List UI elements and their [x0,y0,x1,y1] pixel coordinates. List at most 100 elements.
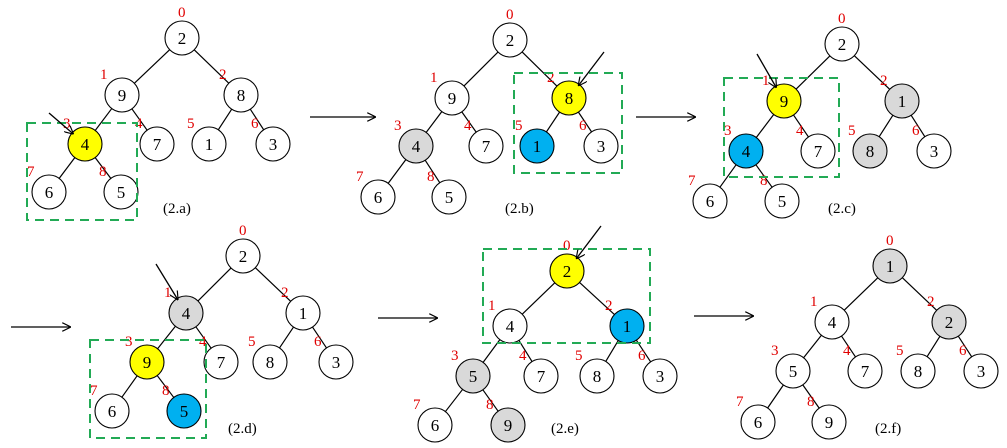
node-value: 7 [482,137,491,156]
tree-node: 74 [464,118,504,164]
node-circle [285,295,321,331]
highlight-box [482,248,651,344]
node-index: 2 [605,298,613,314]
node-circle [139,126,175,162]
node-value: 2 [838,35,847,54]
highlight-box [26,122,138,221]
tree-node: 85 [848,123,888,169]
tree-node: 53 [451,348,491,394]
tree-edge [910,114,926,138]
node-index: 0 [239,223,247,239]
tree-node: 98 [486,397,526,443]
node-value: 6 [374,188,383,207]
node-value: 9 [504,416,513,435]
node-value: 1 [623,317,632,336]
panel-caption: (2.d) [228,421,257,437]
node-circle [523,358,559,394]
tree-node: 36 [638,348,678,394]
tree-edge [254,267,292,302]
node-value: 3 [332,353,341,372]
node-circle [103,174,139,210]
tree-node: 67 [356,169,396,215]
tree-edge [755,114,775,138]
tree-node: 22 [927,294,967,340]
tree-node: 20 [549,238,585,289]
tree-edge [843,277,879,311]
highlight-box [513,72,623,174]
node-index: 0 [886,233,894,249]
node-circle [814,304,850,340]
node-index: 6 [579,118,587,134]
node-value: 7 [537,367,546,386]
node-index: 4 [464,118,472,134]
tree-node: 12 [880,73,920,119]
tree-node: 12 [605,298,645,344]
node-value: 9 [143,353,152,372]
node-value: 7 [814,142,823,161]
tree-edge [957,335,973,358]
node-circle [847,353,883,389]
panel-caption: (2.a) [163,201,191,217]
node-value: 8 [237,86,246,105]
tree-edge [217,108,233,131]
node-value: 6 [754,413,763,432]
node-index: 7 [736,394,744,410]
tree-edge [579,282,615,315]
node-value: 1 [898,92,907,111]
pointer-arrow-icon [577,225,602,258]
node-index: 4 [843,343,851,359]
node-value: 3 [930,142,939,161]
node-value: 6 [45,183,54,202]
tree-edge [795,55,831,90]
tree-node: 91 [100,67,140,113]
node-index: 8 [807,394,815,410]
tree-edge [719,164,737,188]
node-value: 1 [533,137,542,156]
node-circle [360,179,396,215]
tree-node: 36 [251,116,291,162]
tree-node: 41 [164,285,204,331]
tree-node: 67 [90,383,130,429]
node-index: 0 [563,238,571,254]
node-circle [800,133,836,169]
tree-edge [131,108,148,131]
node-index: 2 [219,67,227,83]
node-index: 3 [771,343,779,359]
node-index: 1 [100,67,108,83]
node-value: 1 [886,257,895,276]
node-index: 8 [162,383,170,399]
tree-edge [577,111,593,133]
node-circle [104,77,140,113]
tree-edge [94,157,112,179]
node-value: 8 [565,89,574,108]
highlight-box [723,77,840,178]
panel-caption: (2.b) [505,201,534,217]
node-index: 1 [488,298,496,314]
node-circle [583,128,619,164]
node-circle [94,393,130,429]
node-index: 5 [575,348,583,364]
tree-edge [840,335,857,358]
node-circle [455,358,491,394]
node-value: 3 [597,137,606,156]
node-index: 8 [760,173,768,189]
node-circle [492,308,528,344]
tree-edge [156,375,175,398]
highlight-box [89,339,207,439]
node-circle [692,183,728,219]
node-index: 2 [880,73,888,89]
tree-node: 58 [760,173,800,219]
tree-edge [463,51,499,87]
tree-node: 15 [187,116,227,162]
node-value: 6 [431,416,440,435]
node-circle [775,353,811,389]
tree-edge [133,49,171,84]
node-circle [166,393,202,429]
node-index: 5 [896,343,904,359]
node-circle [852,133,888,169]
node-circle [549,253,585,289]
